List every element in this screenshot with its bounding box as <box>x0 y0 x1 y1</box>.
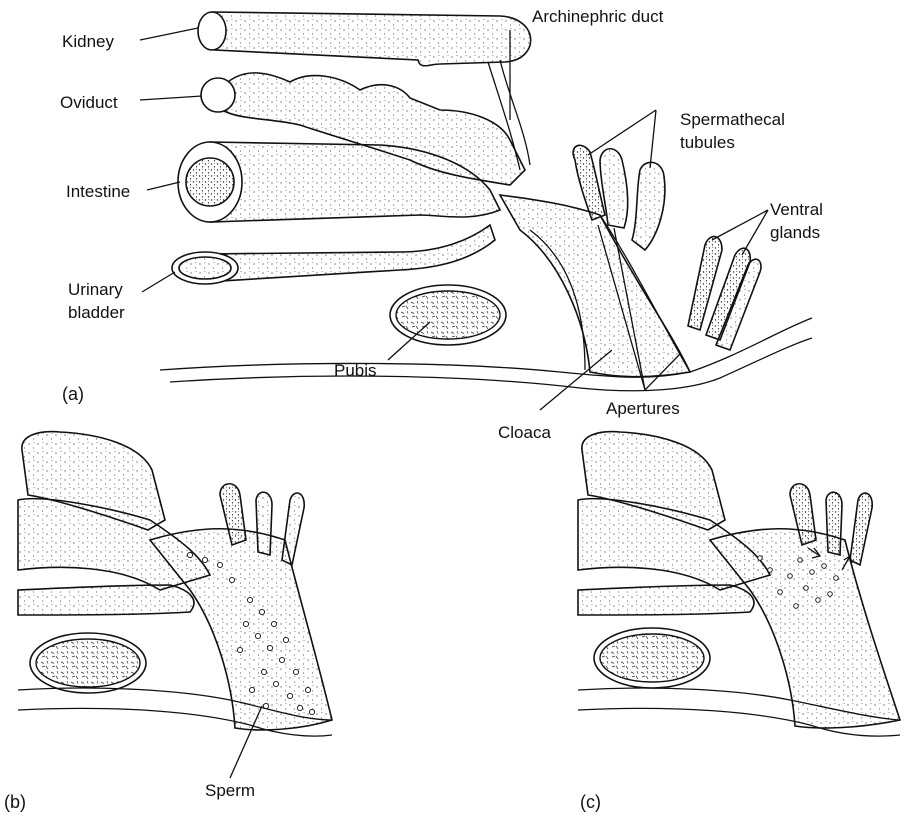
label-oviduct: Oviduct <box>60 93 118 112</box>
label-bladder: bladder <box>68 303 125 322</box>
urinary-bladder <box>205 225 495 282</box>
label-glands: glands <box>770 223 820 242</box>
label-tubules: tubules <box>680 133 735 152</box>
label-sperm: Sperm <box>205 781 255 800</box>
label-apertures: Apertures <box>606 399 680 418</box>
cloaca-a <box>500 195 690 377</box>
panel-label-b: (b) <box>4 792 26 812</box>
label-pubis: Pubis <box>334 361 377 380</box>
panel-label-a: (a) <box>62 384 84 404</box>
label-urinary: Urinary <box>68 280 123 299</box>
label-spermathecal: Spermathecal <box>680 110 785 129</box>
bladder-b <box>18 585 194 615</box>
label-intestine: Intestine <box>66 182 130 201</box>
bladder-c <box>578 585 754 615</box>
panel-b: Sperm (b) <box>4 432 332 812</box>
panel-label-c: (c) <box>580 792 601 812</box>
label-cloaca: Cloaca <box>498 423 551 442</box>
label-archinephric-duct: Archinephric duct <box>532 7 664 26</box>
cloaca-c <box>710 529 900 728</box>
kidney <box>212 12 531 66</box>
label-ventral: Ventral <box>770 200 823 219</box>
panel-c: (c) <box>578 432 900 812</box>
cloaca-b <box>150 529 332 730</box>
ventral-glands <box>688 236 761 350</box>
panel-a: Kidney Oviduct Intestine Urinary bladder… <box>60 7 823 442</box>
kidney-end <box>198 12 226 50</box>
label-kidney: Kidney <box>62 32 114 51</box>
oviduct-section <box>201 78 235 112</box>
